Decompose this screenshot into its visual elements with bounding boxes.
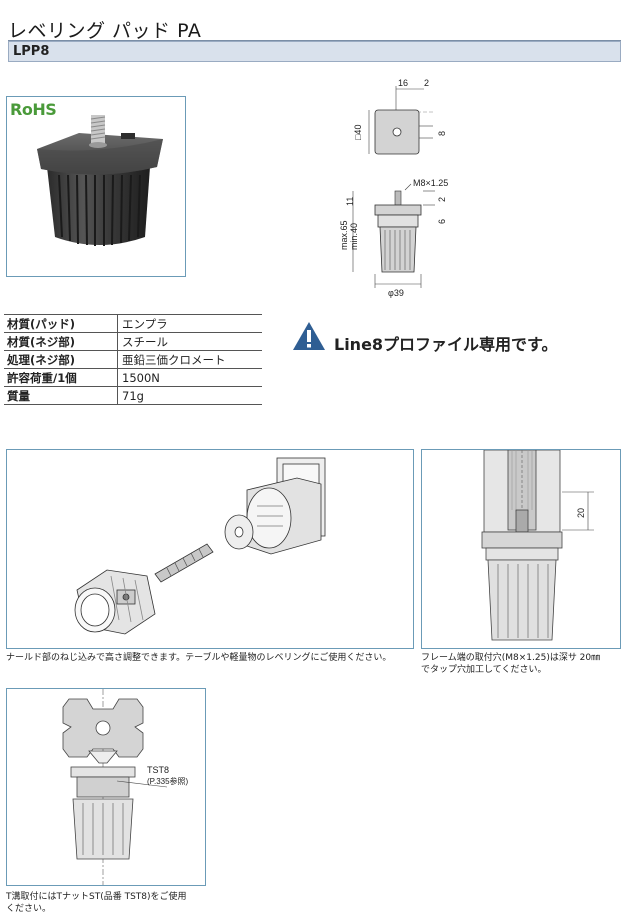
spec-value: 1500N bbox=[117, 368, 262, 387]
spec-value: エンプラ bbox=[117, 314, 262, 333]
spec-value: スチール bbox=[117, 332, 262, 351]
spec-key: 許容荷重/1個 bbox=[4, 368, 118, 387]
rohs-badge: RoHS bbox=[10, 100, 57, 119]
frame-end-caption-2: でタップ穴加工してください。 bbox=[421, 665, 547, 675]
product-code-bar: LPP8 bbox=[8, 41, 621, 62]
dim-2-top: 2 bbox=[424, 78, 429, 88]
dim-16: 16 bbox=[398, 78, 408, 88]
spec-key: 材質(パッド) bbox=[4, 314, 118, 333]
title-rule bbox=[8, 40, 621, 41]
dim-11: 11 bbox=[345, 197, 355, 206]
spec-row: 材質(パッド)エンプラ bbox=[4, 314, 262, 333]
spec-row: 処理(ネジ部)亜鉛三価クロメート bbox=[4, 350, 262, 369]
thread-label: M8×1.25 bbox=[413, 178, 448, 188]
dim-20: 20 bbox=[576, 508, 586, 518]
frame-end-caption-1: フレーム端の取付穴(M8×1.25)は深サ 20㎜ bbox=[421, 653, 601, 663]
dim-8: 8 bbox=[437, 131, 447, 136]
product-photo bbox=[37, 115, 163, 246]
spec-key: 材質(ネジ部) bbox=[4, 332, 118, 351]
tslot-caption-1: T溝取付にはTナットST(品番 TST8)をご使用 bbox=[6, 892, 187, 902]
product-photo-frame bbox=[6, 96, 186, 277]
tst8-ref: (P.335参照) bbox=[147, 776, 189, 786]
tst8-label: TST8 bbox=[147, 765, 169, 775]
dim-6: 6 bbox=[437, 219, 447, 224]
dim-max65: max.65 bbox=[339, 220, 349, 250]
dim-dia39: φ39 bbox=[388, 288, 404, 298]
spec-table: 材質(パッド)エンプラ 材質(ネジ部)スチール 処理(ネジ部)亜鉛三価クロメート… bbox=[4, 314, 262, 405]
spec-row: 材質(ネジ部)スチール bbox=[4, 332, 262, 351]
dimension-drawing: 16 2 □40 8 M8×1.25 11 max.65 min.40 2 6 bbox=[339, 78, 448, 298]
tslot-illustration: TST8 (P.335参照) bbox=[62, 689, 189, 885]
spec-key: 質量 bbox=[4, 386, 118, 405]
frame-end-illustration: 20 bbox=[481, 449, 594, 641]
assembly-illustration bbox=[74, 457, 326, 635]
dim-sq40: □40 bbox=[353, 125, 363, 140]
notice-text: Line8プロファイル専用です。 bbox=[334, 335, 558, 354]
page-title: レベリング パッド PA bbox=[8, 20, 202, 42]
tslot-frame: TST8 (P.335参照) bbox=[6, 688, 206, 886]
tslot-caption-2: ください。 bbox=[6, 904, 52, 914]
warning-icon bbox=[293, 322, 325, 350]
dim-2-side: 2 bbox=[437, 197, 447, 202]
assembly-frame bbox=[6, 449, 414, 649]
spec-key: 処理(ネジ部) bbox=[4, 350, 118, 369]
frame-end-frame: 20 bbox=[421, 449, 621, 649]
assembly-caption: ナールド部のねじ込みで高さ調整できます。テーブルや軽量物のレベリングにご使用くだ… bbox=[6, 653, 392, 663]
dim-min40: min.40 bbox=[349, 223, 359, 250]
spec-value: 亜鉛三価クロメート bbox=[117, 350, 262, 369]
spec-value: 71g bbox=[117, 386, 262, 405]
